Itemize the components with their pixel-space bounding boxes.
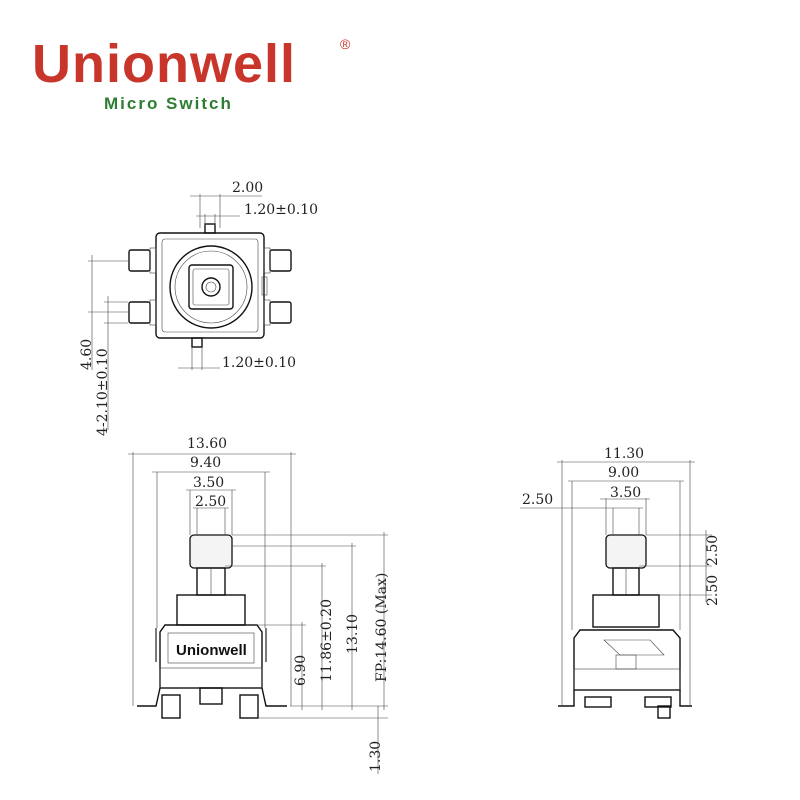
top-view-body: [155, 232, 265, 339]
dim-overall-width: 13.60: [187, 436, 227, 452]
dim-pin-depth: 1.30: [368, 741, 384, 772]
body-brand-label: Unionwell: [176, 642, 247, 659]
side-dim-stem-outer: 3.50: [610, 485, 641, 501]
pin-left-top: [128, 249, 151, 272]
center-post: [199, 687, 223, 705]
dim-stem-width: 2.00: [232, 180, 263, 196]
brand-name: Unionwell: [32, 34, 296, 94]
side-internal-ramp: [603, 639, 665, 656]
pin-left-bottom: [128, 301, 151, 324]
side-terminal-left: [584, 696, 612, 708]
top-tab: [204, 223, 216, 234]
brand-tagline: Micro Switch: [104, 94, 233, 113]
stem-center-hole: [205, 281, 217, 293]
side-mounting-feet: [558, 690, 692, 707]
pin-right-bottom-lead: [263, 299, 271, 326]
registered-mark: ®: [340, 36, 351, 52]
dim-top-tab: 1.20±0.10: [244, 202, 318, 218]
side-view: 11.30 9.00 3.50 2.50 2.50 2.50: [520, 446, 721, 719]
top-view: 2.00 1.20±0.10 1.20±0.10 4.60 4-2.10±0.1…: [79, 180, 318, 436]
side-dim-overall-width: 11.30: [604, 446, 644, 462]
side-dim-body-width: 9.00: [608, 465, 639, 481]
actuator-inner-ring: [174, 250, 248, 324]
side-actuator-housing: [592, 594, 660, 628]
dim-stem-outer: 3.50: [193, 475, 224, 491]
dim-height-stem-base: 11.86±0.20: [319, 599, 335, 682]
switch-base: [159, 667, 263, 689]
pin-left-bottom-lead: [149, 299, 157, 326]
dim-pin-width: 4-2.10±0.10: [95, 348, 111, 436]
side-switch-body: [573, 629, 681, 691]
dim-height-total: 13.10: [345, 614, 361, 654]
stem-square: [188, 264, 234, 310]
top-view-body-inner: [161, 238, 259, 333]
front-view: Unionwell 13.60 9.40 3.50 2.50: [128, 436, 390, 774]
dim-stem-inner: 2.50: [195, 494, 226, 510]
pin-left-top-lead: [149, 247, 157, 274]
side-internal-slot: [615, 654, 637, 670]
side-base: [573, 668, 681, 691]
mounting-feet: [137, 687, 287, 707]
pin-right-bottom: [269, 301, 292, 324]
dim-bottom-tab: 1.20±0.10: [222, 355, 296, 371]
side-dim-stem-mid-height: 2.50: [705, 575, 721, 606]
side-dim-offset: 2.50: [522, 492, 553, 508]
stem-square-inner: [192, 268, 230, 306]
actuator-outer-ring: [169, 245, 253, 329]
terminal-right: [239, 694, 259, 719]
dim-pin-spacing: 4.60: [79, 339, 95, 370]
pin-right-top: [269, 249, 292, 272]
switch-body-label-area: [167, 632, 255, 664]
side-stem-cap: [605, 534, 647, 569]
actuator-housing: [176, 594, 246, 626]
side-terminal-tail: [657, 705, 671, 719]
bottom-tab: [191, 337, 203, 348]
metal-frame: [155, 628, 267, 662]
stem-cap: [189, 534, 233, 569]
right-side-notch: [261, 276, 268, 296]
dim-height-body: 6.90: [293, 655, 309, 686]
dim-body-width: 9.40: [190, 455, 221, 471]
side-dim-stem-top-height: 2.50: [705, 535, 721, 566]
stem-center-circle: [201, 277, 221, 297]
brand-logo: Unionwell ® Micro Switch: [32, 34, 372, 124]
terminal-left: [161, 694, 181, 719]
pin-right-top-lead: [263, 247, 271, 274]
dim-height-fp: FP:14.60 (Max): [374, 573, 390, 682]
